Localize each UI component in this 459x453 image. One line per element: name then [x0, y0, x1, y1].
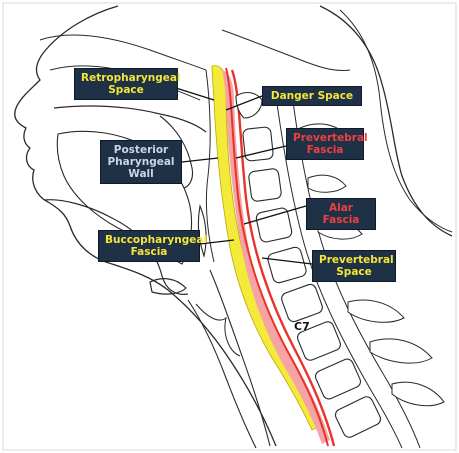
- label-danger-space: Danger Space: [262, 86, 362, 106]
- vertebra-c2: [242, 127, 273, 162]
- label-prevertebral-fascia: Prevertebral Fascia: [286, 128, 364, 160]
- label-posterior-pharyngeal-wall: Posterior Pharyngeal Wall: [100, 140, 182, 184]
- label-c7-vertebra: C7: [294, 320, 310, 333]
- vertebra-c3: [248, 168, 282, 202]
- label-prevertebral-space: Prevertebral Space: [312, 250, 396, 282]
- label-retropharyngeal-space: Retropharyngeal Space: [74, 68, 178, 100]
- label-alar-fascia: Alar Fascia: [306, 198, 376, 230]
- vertebra-c4: [255, 207, 293, 243]
- label-buccopharyngeal-fascia: Buccopharyngeal Fascia: [98, 230, 200, 262]
